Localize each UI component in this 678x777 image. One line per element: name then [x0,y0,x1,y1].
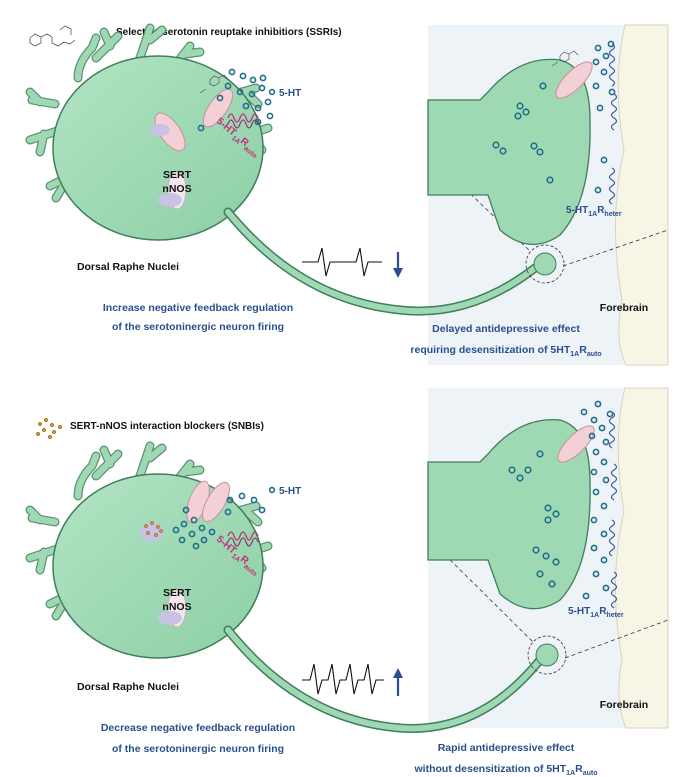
serotonin-legend-dot-bottom [268,486,276,494]
snbi-molecules-bound [144,521,163,537]
nnos-label-top: nNOS [162,183,191,195]
axon [225,209,538,315]
axon-terminal-bottom [535,643,559,667]
sert-label-bottom: SERT [163,587,192,599]
heteroreceptor-label-bottom: 5-HT1ARheter [568,606,624,619]
label-5ht-top: 5-HT [279,88,301,99]
nnos-top-1 [150,124,170,136]
heteroreceptor-label-top: 5-HT1ARheter [566,205,622,218]
presynaptic-terminal-bottom [427,418,591,610]
ssri-molecule-synapse [551,50,579,67]
firing-arrow-up [393,668,403,696]
effect-line2-top: of the serotoninergic neuron firing [112,321,284,333]
autoreceptor-bottom-b [227,537,259,547]
sert-transporter-top-1 [154,112,186,152]
nnos-inner-top [158,193,182,207]
serotonin-molecules-bottom [172,492,266,550]
postsynaptic-membrane-bottom [614,387,669,729]
neuron-soma [52,55,264,241]
forebrain-label-top: Forebrain [600,302,648,314]
axon-bottom [225,627,543,732]
outcome-line1-bottom: Rapid antidepressive effect [438,742,575,754]
firing-trace-top [302,247,382,277]
zoom-circle-bottom [527,635,567,675]
serotonin-legend-dot-top [268,88,276,96]
autoreceptor-top [227,113,259,123]
firing-arrow-down [393,252,403,278]
effect-line1-top: Increase negative feedback regulation [103,302,293,314]
cleft-serotonin-top [592,40,616,194]
effect-line2-bottom: of the serotoninergic neuron firing [112,743,284,755]
drug-title-snbi: SERT-nNOS interaction blockers (SNBIs) [70,421,264,432]
vesicle-serotonin-bottom [508,450,560,588]
region-label-top: Dorsal Raphe Nuclei [77,261,179,273]
heteroreceptor-bottom-3 [608,519,616,557]
outcome-line1-top: Delayed antidepressive effect [432,323,580,335]
ssri-molecule-icon [29,25,76,47]
zoom-line-right [562,229,669,267]
panel-top: Selective serotonin reuptake inhibitiors… [25,23,669,366]
nnos-inner-bottom [158,611,182,625]
heteroreceptor-bottom-2 [610,463,618,501]
axon-terminal [533,252,557,276]
outcome-line2-top: requiring desensitization of 5HT1ARauto [410,344,601,358]
serotonin-molecules-top [197,68,274,132]
vesicle-serotonin-top [492,82,554,184]
autoreceptor-bottom [227,531,259,541]
effect-line1-bottom: Decrease negative feedback regulation [101,722,295,734]
sert-synapse-bottom [557,425,595,463]
postsynaptic-membrane [614,24,669,366]
region-label-bottom: Dorsal Raphe Nuclei [77,681,179,693]
forebrain-label-bottom: Forebrain [600,699,648,711]
heteroreceptor-bottom-1 [608,411,616,449]
panel-bottom: SERT-nNOS interaction blockers (SNBIs) [25,387,669,777]
ssri-molecule-bound [199,74,229,94]
heteroreceptor-top-2 [610,93,618,131]
zoom-circle [525,244,565,284]
sert-label-top: SERT [163,169,192,181]
autoreceptor-top-b [227,119,259,129]
presynaptic-terminal-top [427,58,591,246]
sert-transporter-top-2 [202,88,234,128]
zoom-line-right-bottom [564,619,669,659]
firing-trace-bottom [302,663,384,695]
sert-synapse-top [555,61,593,99]
snbi-molecules-icon [35,417,63,440]
heteroreceptor-bottom-4 [610,571,618,609]
cleft-serotonin-bottom [580,400,614,600]
drug-title-ssri: Selective serotonin reuptake inhibitiors… [116,27,342,38]
heteroreceptor-top-1 [608,43,616,87]
sert-transporter-bottom-2 [202,481,230,523]
label-5ht-bottom: 5-HT [279,486,301,497]
outcome-line2-bottom: without desensitization of 5HT1ARauto [414,763,598,777]
nnos-label-bottom: nNOS [162,601,191,613]
heteroreceptor-top-3 [608,167,616,205]
